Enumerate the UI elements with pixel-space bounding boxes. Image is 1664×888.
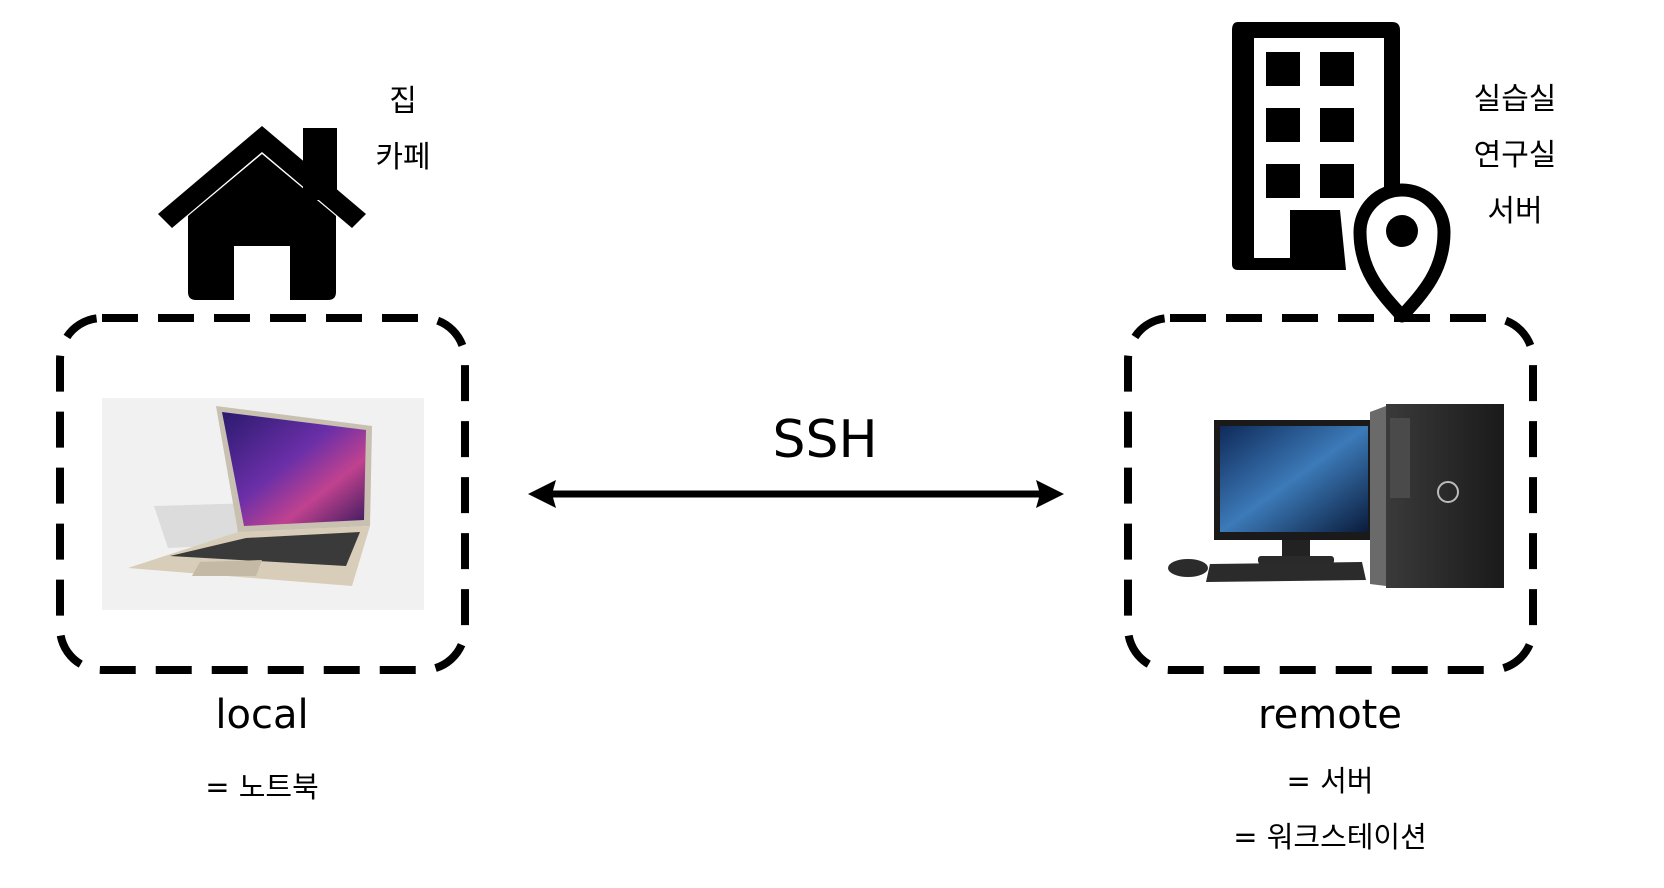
ssh-label: SSH (772, 410, 878, 470)
remote-alias-1: = 서버 (1286, 764, 1374, 798)
building-location-icon (1232, 22, 1451, 323)
workstation-image (1168, 404, 1504, 588)
remote-label: remote (1258, 692, 1402, 738)
local-label: local (215, 692, 309, 738)
local-place-1: 집 (389, 84, 417, 119)
laptop-image (102, 398, 424, 610)
local-place-2: 카페 (375, 140, 431, 175)
remote-boundary (1124, 314, 1537, 674)
ssh-arrow (528, 480, 1064, 508)
remote-places: 실습실 연구실 서버 (1460, 72, 1570, 240)
home-icon (158, 126, 366, 300)
remote-place-1: 실습실 (1473, 82, 1557, 117)
local-alias: = 노트북 (205, 770, 319, 804)
local-places: 집 카페 (368, 74, 438, 186)
remote-place-2: 연구실 (1473, 138, 1557, 173)
remote-place-3: 서버 (1487, 194, 1543, 229)
local-boundary (56, 314, 469, 674)
remote-alias-2: = 워크스테이션 (1233, 820, 1427, 854)
